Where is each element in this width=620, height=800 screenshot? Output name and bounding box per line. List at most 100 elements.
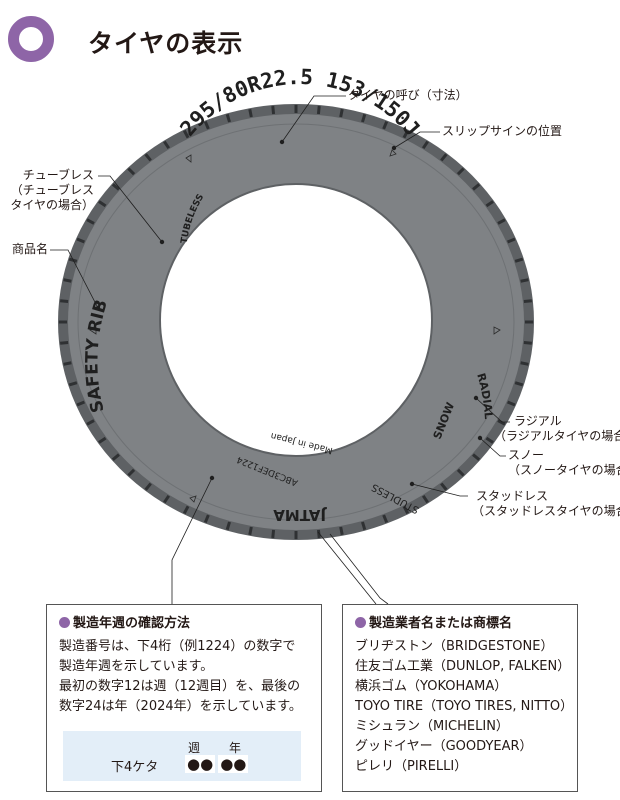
manufacture-date-box: 製造年週の確認方法 製造番号は、下4桁（例1224）の数字で 製造年週を示してい… [46, 604, 322, 792]
tread-groove [506, 237, 516, 244]
tread-groove [248, 108, 253, 118]
label-studless-line2: （スタッドレスタイヤの場合） [472, 504, 620, 518]
manufacture-date-line: 数字24は年（2024年）を示しています。 [59, 699, 302, 714]
manufacturer-box: 製造業者名または商標名 ブリヂストン（BRIDGESTONE） 住友ゴム工業（D… [342, 604, 578, 792]
tread-groove [497, 218, 506, 225]
label-studless: スタッドレス （スタッドレスタイヤの場合） [472, 489, 620, 519]
tread-groove [514, 381, 524, 387]
tread-groove [520, 361, 529, 366]
page-title: タイヤの表示 [88, 29, 244, 58]
week-label: 週 [188, 741, 201, 755]
manufacturer-title: 製造業者名または商標名 [355, 615, 565, 633]
tread-groove [440, 482, 448, 491]
bullet-icon [355, 617, 366, 628]
tread-groove [361, 521, 367, 531]
tread-groove [520, 278, 529, 283]
bullet-icon [59, 617, 70, 628]
digit-placeholders: ●●●● [185, 755, 251, 773]
tread-groove [98, 436, 107, 444]
tread-groove [382, 514, 389, 524]
tread-groove [514, 257, 524, 263]
label-snow-line2: （スノータイヤの場合） [508, 463, 620, 477]
tread-groove [127, 468, 136, 477]
tread-groove [339, 108, 344, 118]
manufacturer-item: TOYO TIRE（TOYO TIRES, NITTO） [355, 699, 574, 714]
year-label: 年 [229, 741, 242, 755]
tread-groove [382, 120, 389, 130]
tread-groove [111, 183, 120, 191]
tread-groove [127, 167, 136, 176]
tread-groove [472, 183, 481, 191]
tread-groove [271, 529, 276, 539]
manufacturer-title-text: 製造業者名または商標名 [369, 616, 513, 631]
tread-groove [182, 505, 190, 515]
tread-groove [456, 468, 465, 477]
tread-groove [339, 526, 344, 536]
tread-groove [506, 400, 516, 407]
tread-groove [68, 381, 78, 387]
tread-groove [111, 453, 120, 461]
tread-groove [402, 129, 410, 139]
tread-groove [248, 526, 253, 536]
year-digits: ●● [218, 755, 249, 773]
tread-groove [76, 237, 86, 244]
label-tire-size: タイヤの呼び（寸法） [348, 88, 468, 102]
brand-text: JATMA [273, 506, 327, 524]
manufacturer-item: グッドイヤー（GOODYEAR） [355, 739, 533, 754]
tread-groove [472, 453, 481, 461]
label-tubeless-line3: タイヤの場合） [10, 198, 94, 212]
tread-groove [440, 153, 448, 162]
tread-groove [421, 494, 429, 504]
label-radial-line2: （ラジアルタイヤの場合） [494, 429, 620, 443]
tread-groove [523, 340, 533, 345]
label-product-name: 商品名 [12, 242, 49, 256]
tread-groove [225, 521, 231, 531]
slip-sign-marks [89, 149, 501, 503]
tread-groove [421, 140, 429, 150]
manufacturer-item: 住友ゴム工業（DUNLOP, FALKEN） [355, 659, 571, 674]
tread-groove [402, 505, 410, 515]
manufacturer-item: ピレリ（PIRELLI） [355, 759, 468, 774]
label-studless-line1: スタッドレス [476, 489, 549, 503]
tread-groove [86, 419, 95, 426]
tread-groove [225, 113, 231, 123]
tread-groove [361, 113, 367, 123]
tread-groove [316, 105, 321, 115]
tread-groove [86, 218, 95, 225]
leader-dots [95, 139, 483, 487]
tread-groove [63, 278, 72, 283]
tread-groove [163, 140, 171, 150]
leader-lines [50, 95, 510, 605]
tread-groove [59, 340, 69, 345]
week-digits: ●● [185, 755, 216, 773]
tire-body [58, 104, 534, 540]
tread-blocks [59, 105, 533, 539]
label-snow: スノー （スノータイヤの場合） [508, 448, 620, 478]
tread-groove [144, 153, 152, 162]
tread-groove [485, 436, 494, 444]
tread-groove [144, 482, 152, 491]
tread-groove [456, 167, 465, 176]
tread-groove [203, 120, 210, 130]
tread-groove [485, 200, 494, 208]
label-tubeless: チューブレス （チューブレス タイヤの場合） [10, 168, 94, 213]
manufacture-date-line: 製造番号は、下4桁（例1224）の数字で [59, 639, 296, 654]
label-radial: ラジアル （ラジアルタイヤの場合） [494, 414, 620, 444]
tread-groove [271, 105, 276, 115]
tread-groove [63, 361, 72, 366]
tread-groove [59, 299, 69, 304]
manufacture-date-line: 製造年週を示しています。 [59, 659, 214, 674]
tread-groove [497, 419, 506, 426]
label-slip-sign: スリップサインの位置 [442, 124, 563, 138]
tread-groove [316, 529, 321, 539]
label-radial-line1: ラジアル [514, 414, 562, 428]
label-tubeless-line1: チューブレス [22, 168, 94, 182]
manufacture-date-title: 製造年週の確認方法 [59, 615, 309, 633]
manufacturer-item: ミシュラン（MICHELIN） [355, 719, 509, 734]
label-snow-line1: スノー [508, 448, 545, 462]
manufacture-date-line: 最初の数字12は週（12週目）を、最後の [59, 679, 301, 694]
manufacturer-item: ブリヂストン（BRIDGESTONE） [355, 639, 554, 654]
tread-groove [203, 514, 210, 524]
last-four-digits-label: 下4ケタ [111, 760, 159, 775]
